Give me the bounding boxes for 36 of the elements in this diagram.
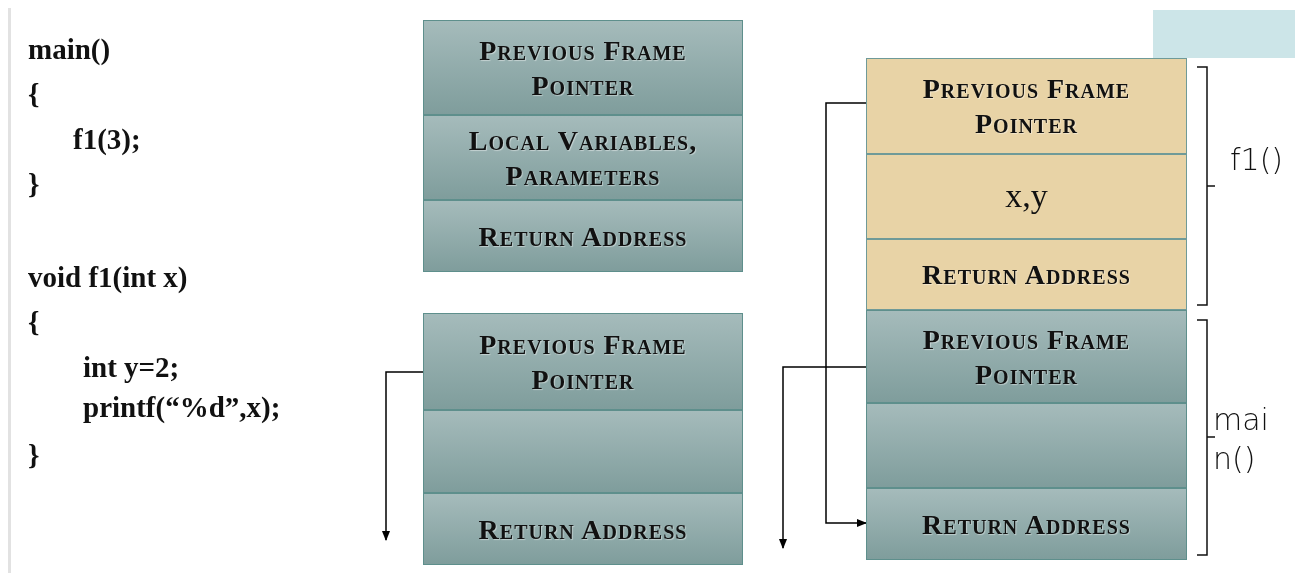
cell-text: Return Address — [922, 507, 1131, 542]
cell-text: Previous Frame Pointer — [478, 33, 688, 103]
arrow — [381, 371, 424, 542]
code-line: int y=2; — [83, 350, 180, 385]
code-line: f1(3); — [73, 122, 141, 157]
empty-stack-cell — [423, 410, 743, 493]
cell-text: Return Address — [478, 219, 688, 254]
code-line: printf(“%d”,x); — [83, 390, 281, 425]
stack-cell — [423, 493, 743, 565]
cell-text: Previous Frame Pointer — [478, 327, 688, 397]
code-line: } — [28, 438, 40, 473]
cell-text: Local Variables, Parameters — [467, 123, 699, 193]
cell-text: x,y — [1005, 176, 1048, 217]
stack-cell — [866, 239, 1187, 310]
cell-text: Previous Frame Pointer — [921, 72, 1132, 141]
stack-cell — [866, 154, 1187, 239]
code-line: } — [28, 167, 40, 202]
stack-cell — [866, 58, 1187, 154]
frame-label: main() — [1213, 401, 1270, 478]
stack-cell — [423, 200, 743, 272]
stack-cell — [423, 20, 743, 115]
code-line: { — [28, 305, 40, 340]
stack-cell — [423, 313, 743, 410]
stack-cell — [423, 115, 743, 200]
stack-cell — [866, 488, 1187, 560]
stack-cell — [866, 310, 1187, 403]
cell-text: Return Address — [478, 512, 688, 547]
code-line: { — [28, 77, 40, 112]
cell-text: Return Address — [922, 258, 1131, 292]
code-line: void f1(int x) — [28, 260, 188, 295]
code-line: main() — [28, 32, 111, 67]
arrow — [825, 102, 868, 528]
empty-stack-cell — [866, 403, 1187, 488]
frame-label: f1() — [1230, 141, 1285, 179]
arrow — [778, 366, 867, 550]
cell-text: Previous Frame Pointer — [921, 322, 1132, 392]
